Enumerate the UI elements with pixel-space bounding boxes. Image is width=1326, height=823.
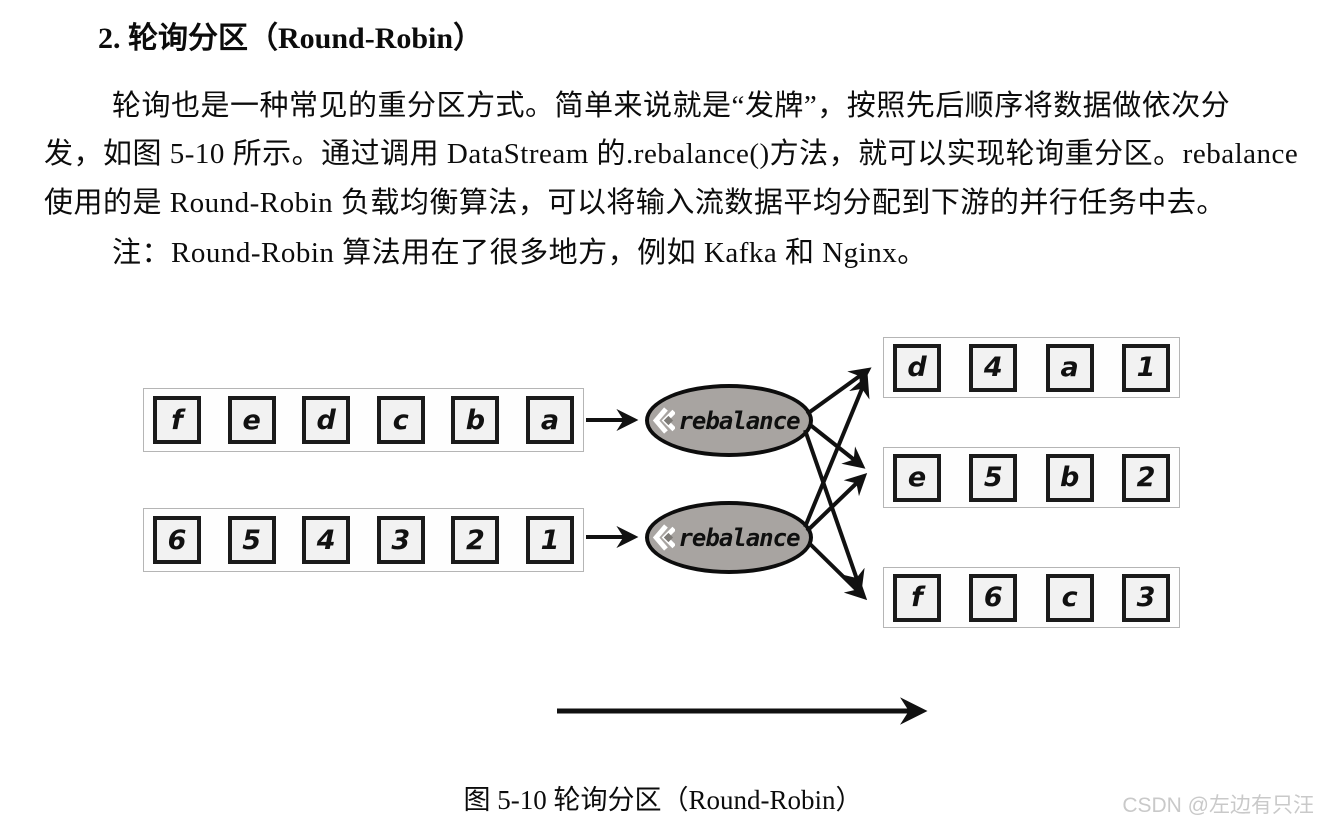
- stream-cell: 1: [1121, 343, 1170, 392]
- stream-cell: d: [893, 343, 941, 392]
- paragraph-line: 轮询也是一种常见的重分区方式。简单来说就是“发牌”，按照先后顺序将数据做依次分: [112, 90, 1231, 122]
- operator-label: rebalance: [678, 406, 800, 435]
- stream-cell: a: [525, 396, 574, 444]
- stream-cell: b: [1045, 453, 1094, 502]
- rebalance-operator-1: rebalance: [645, 384, 813, 457]
- stream-cell: 3: [1121, 573, 1170, 622]
- paragraph-line: 使用的是 Round-Robin 负载均衡算法，可以将输入流数据平均分配到下游的…: [44, 187, 1226, 219]
- stream-cell: b: [451, 396, 500, 444]
- stream-cell: 6: [153, 516, 201, 564]
- double-chevron-icon: [653, 524, 676, 551]
- stream-cell: f: [153, 396, 201, 444]
- watermark-text: CSDN @左边有只汪: [1122, 794, 1314, 817]
- note-line: 注：Round-Robin 算法用在了很多地方，例如 Kafka 和 Nginx…: [112, 237, 927, 269]
- stream-cell: f: [893, 573, 941, 622]
- stream-cell: e: [227, 396, 276, 444]
- rebalance-operator-2: rebalance: [645, 501, 813, 574]
- stream-cell: 2: [451, 516, 500, 564]
- stream-cell: e: [893, 453, 941, 502]
- stream-cell: 4: [302, 516, 351, 564]
- stream-cell: d: [302, 396, 351, 444]
- stream-cell: 5: [227, 516, 276, 564]
- stream-cell: 5: [969, 453, 1018, 502]
- section-heading: 2. 轮询分区（Round-Robin）: [98, 22, 484, 55]
- stream-cell: c: [376, 396, 425, 444]
- figure-caption: 图 5-10 轮询分区（Round-Robin）: [463, 785, 863, 815]
- stream-cell: 1: [525, 516, 574, 564]
- operator-label: rebalance: [678, 523, 800, 552]
- stream-cell: 4: [969, 343, 1018, 392]
- stream-cell: c: [1045, 573, 1094, 622]
- stream-cell: 6: [969, 573, 1018, 622]
- stream-cell: 2: [1121, 453, 1170, 502]
- double-chevron-icon: [653, 407, 676, 434]
- stream-cell: a: [1045, 343, 1094, 392]
- paragraph-line: 发，如图 5-10 所示。通过调用 DataStream 的.rebalance…: [44, 138, 1299, 170]
- stream-cell: 3: [376, 516, 425, 564]
